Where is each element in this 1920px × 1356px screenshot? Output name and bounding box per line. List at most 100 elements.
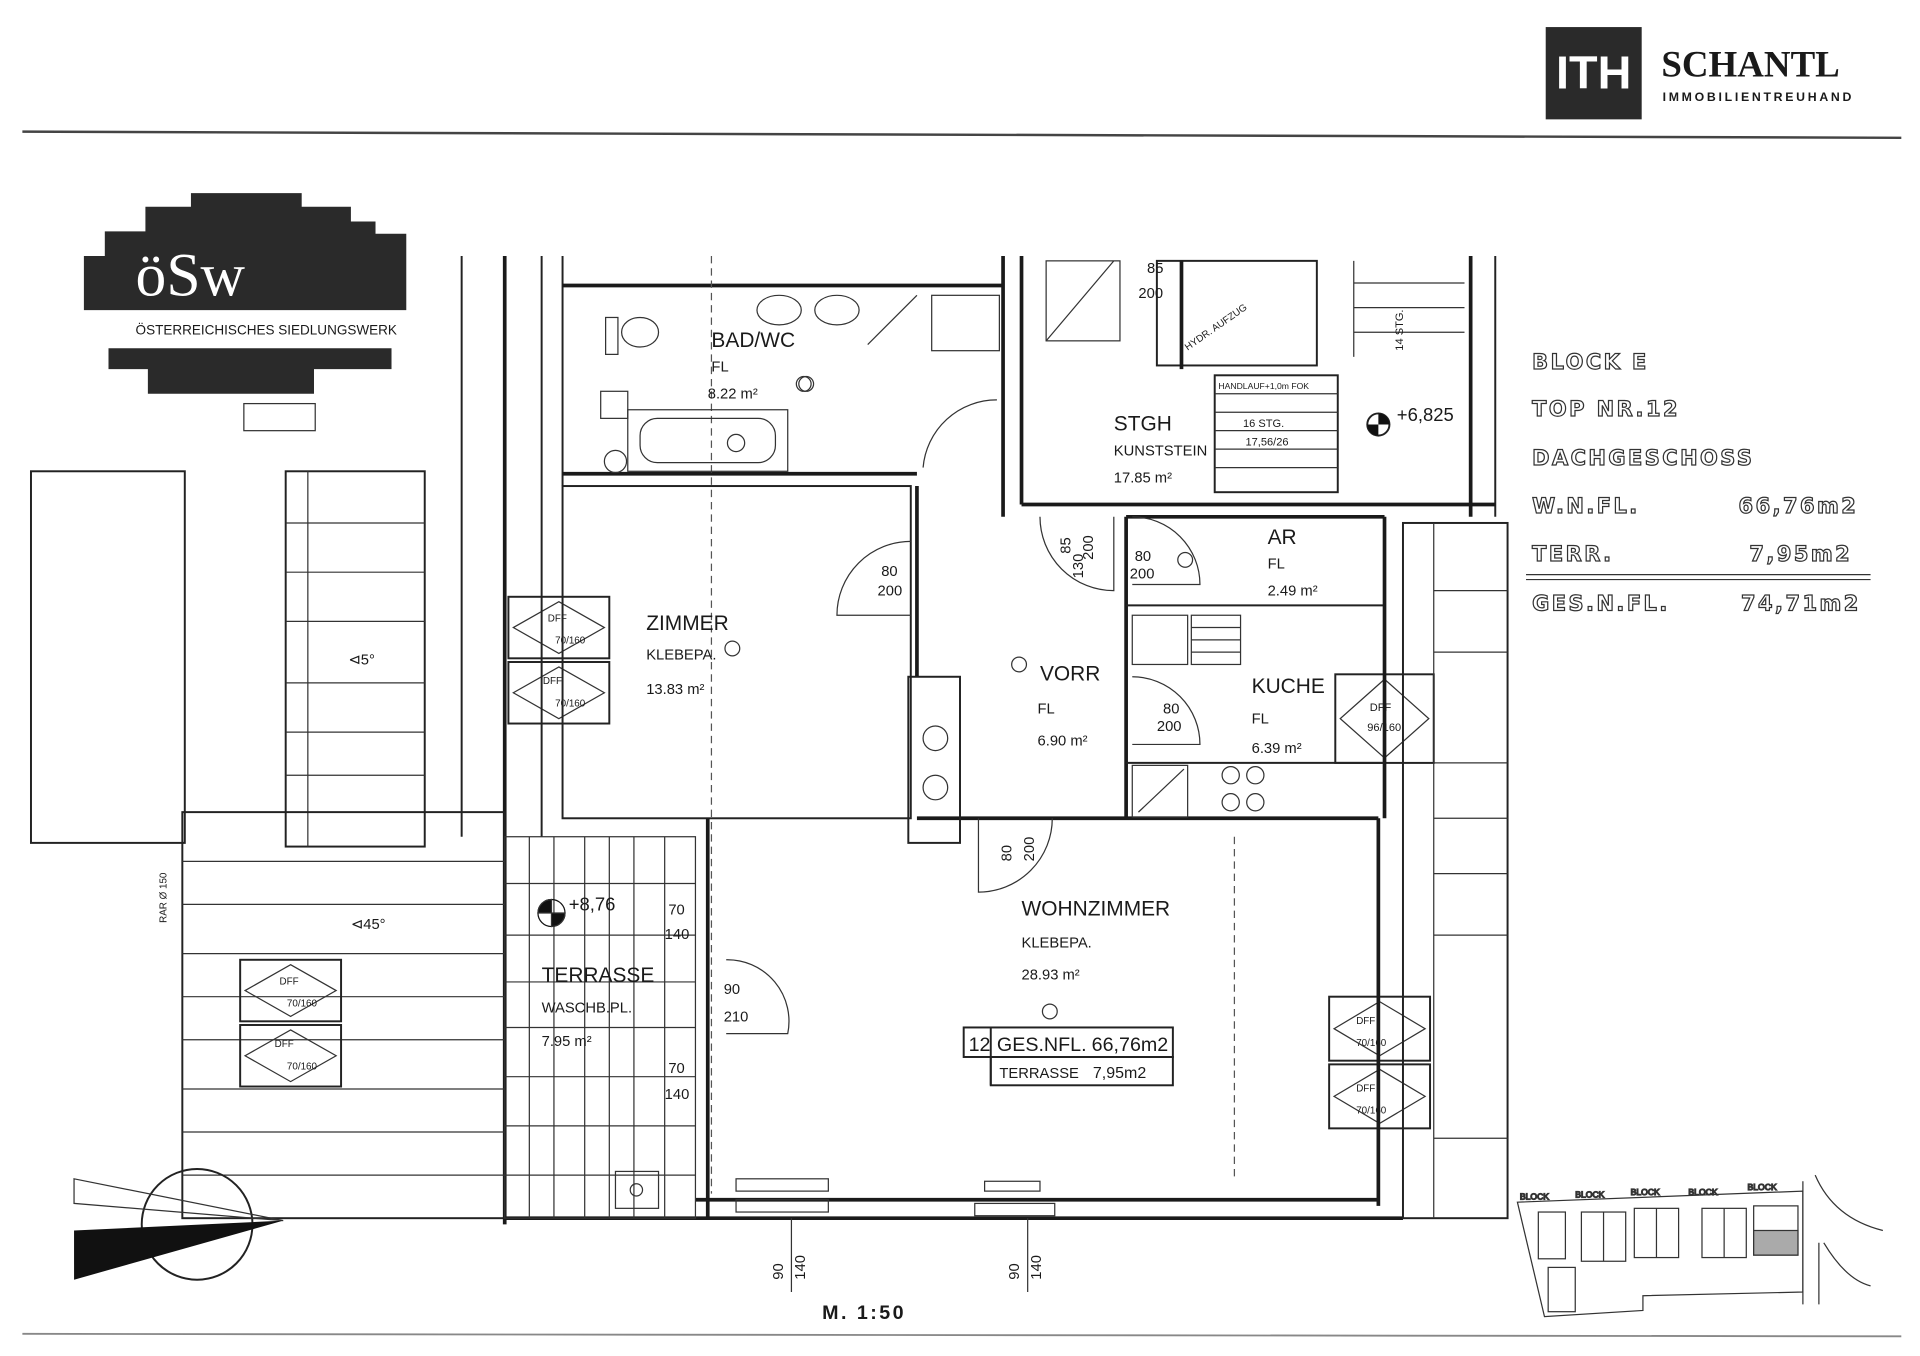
handrail-note: HANDLAUF+1,0m FOK	[1218, 381, 1309, 391]
terr-value: 7,95m2	[1749, 542, 1852, 566]
room-floor: WASCHB.PL.	[542, 1001, 632, 1017]
door-swings	[726, 516, 1201, 1035]
bathroom-fixtures	[600, 294, 1000, 474]
summary-gesnfl-value: 66,76m2	[1092, 1034, 1169, 1056]
svg-text:85: 85	[1147, 261, 1163, 277]
site-plan: BLOCK BLOCK BLOCK BLOCK BLOCK	[1516, 1174, 1884, 1318]
svg-text:90: 90	[1007, 1263, 1023, 1279]
svg-text:70/160: 70/160	[1356, 1038, 1387, 1049]
svg-text:DFF: DFF	[275, 1039, 294, 1050]
ceiling-light-icons	[724, 375, 1194, 1020]
room-name: BAD/WC	[711, 329, 795, 352]
door-dimensions: 80 200 80 200 80 200 85 200 85 200 130 8…	[665, 261, 1182, 1293]
room-vorr: VORR FL 6.90 m²	[1038, 662, 1101, 749]
svg-text:BLOCK: BLOCK	[1575, 1189, 1604, 1199]
roof-slope-upper: ⊲5°	[348, 652, 375, 668]
top-number: TOP NR.12	[1532, 397, 1680, 421]
roof-area: ⊲5° ⊲45° RAR Ø 150	[29, 255, 507, 1225]
osw-name: ÖSTERREICHISCHES SIEDLUNGSWERK	[136, 323, 397, 338]
lift-label: HYDR. AUFZUG	[1183, 302, 1249, 353]
svg-text:140: 140	[793, 1255, 809, 1280]
svg-text:200: 200	[1022, 837, 1038, 862]
svg-text:80: 80	[1163, 702, 1179, 718]
svg-text:70/160: 70/160	[1356, 1106, 1387, 1117]
schantl-logo: ITH SCHANTL IMMOBILIENTREUHAND	[1545, 27, 1855, 120]
level-stgh: +6,825	[1397, 404, 1454, 425]
room-floor: FL	[1252, 712, 1269, 728]
room-bad: BAD/WC FL 8.22 m²	[708, 329, 795, 403]
svg-text:BLOCK: BLOCK	[1748, 1182, 1777, 1192]
room-floor: KUNSTSTEIN	[1114, 443, 1207, 459]
svg-text:210: 210	[724, 1009, 749, 1025]
svg-text:DFF: DFF	[1356, 1083, 1375, 1094]
room-name: VORR	[1040, 662, 1100, 685]
gesnfl-label: GES.N.FL.	[1532, 591, 1670, 615]
room-ar: AR FL 2.49 m²	[1268, 526, 1318, 600]
svg-text:BLOCK: BLOCK	[1688, 1187, 1717, 1197]
svg-text:70/160: 70/160	[555, 636, 586, 647]
north-arrow-icon	[73, 1167, 284, 1281]
svg-text:90: 90	[724, 982, 740, 998]
terrace-tiles	[504, 836, 697, 1219]
brand-mark: ITH	[1556, 47, 1631, 99]
room-name: AR	[1268, 526, 1297, 549]
svg-text:DFF: DFF	[1356, 1016, 1375, 1027]
brand-name: SCHANTL	[1661, 43, 1839, 84]
room-area: 7.95 m²	[542, 1034, 592, 1050]
svg-text:DFF: DFF	[543, 676, 562, 687]
svg-text:90: 90	[771, 1263, 787, 1279]
roof-window: DFF 70/160	[507, 595, 611, 660]
svg-text:80: 80	[881, 564, 897, 580]
summary-terrasse-value: 7,95m2	[1093, 1065, 1146, 1082]
svg-text:200: 200	[1138, 286, 1163, 302]
room-area: 13.83 m²	[646, 682, 704, 698]
svg-text:130: 130	[1071, 554, 1087, 579]
roof-window: DFF 70/160	[239, 958, 343, 1023]
room-floor: FL	[1038, 702, 1055, 718]
room-name: KUCHE	[1252, 675, 1325, 698]
floor-level: DACHGESCHOSS	[1532, 446, 1754, 470]
svg-text:DFF: DFF	[1370, 702, 1392, 714]
svg-text:140: 140	[665, 1087, 690, 1103]
room-zimmer: ZIMMER KLEBEPA. 13.83 m²	[646, 612, 728, 698]
room-floor: KLEBEPA.	[1022, 935, 1092, 951]
room-area: 28.93 m²	[1022, 967, 1080, 983]
room-kuche: KUCHE FL 6.39 m²	[1252, 675, 1325, 757]
svg-text:DFF: DFF	[280, 976, 299, 987]
room-name: TERRASSE	[542, 964, 655, 987]
svg-text:140: 140	[665, 927, 690, 943]
room-wohnzimmer: WOHNZIMMER KLEBEPA. 28.93 m²	[1022, 897, 1171, 983]
room-name: WOHNZIMMER	[1022, 897, 1171, 920]
room-area: 6.39 m²	[1252, 741, 1302, 757]
room-area: 2.49 m²	[1268, 584, 1318, 600]
block-label: BLOCK E	[1532, 350, 1649, 374]
brand-tagline: IMMOBILIENTREUHAND	[1663, 90, 1855, 104]
area-summary-box: 12 GES.NFL. 66,76m2 TERRASSE 7,95m2	[962, 1026, 1174, 1087]
svg-text:200: 200	[1081, 535, 1097, 560]
scale-label: M. 1:50	[822, 1302, 906, 1324]
room-floor: FL	[1268, 556, 1285, 572]
svg-text:70: 70	[668, 902, 684, 918]
room-area: 17.85 m²	[1114, 470, 1172, 486]
room-stgh: STGH KUNSTSTEIN 17.85 m²	[1114, 413, 1207, 487]
room-area: 6.90 m²	[1038, 734, 1088, 750]
summary-gesnfl-label: GES.NFL.	[997, 1034, 1087, 1056]
svg-text:BLOCK: BLOCK	[1520, 1192, 1549, 1202]
room-floor: FL	[711, 360, 728, 376]
svg-text:BLOCK: BLOCK	[1631, 1187, 1660, 1197]
stair-steps: 16 STG.	[1243, 418, 1284, 430]
room-name: STGH	[1114, 413, 1172, 436]
rar-label: RAR Ø 150	[158, 872, 169, 923]
top-rule	[22, 130, 1902, 140]
room-area: 8.22 m²	[708, 387, 758, 403]
svg-text:80: 80	[1000, 845, 1016, 861]
level-terrace: +8,76	[569, 894, 616, 915]
svg-text:200: 200	[1130, 566, 1155, 582]
wnfl-value: 66,76m2	[1739, 494, 1859, 518]
stair-steps-2: 14 STG.	[1394, 309, 1406, 350]
room-floor: KLEBEPA.	[646, 648, 716, 664]
apartment-info-block: BLOCK E TOP NR.12 DACHGESCHOSS W.N.FL. 6…	[1526, 350, 1871, 616]
bottom-rule	[22, 1332, 1902, 1338]
svg-text:140: 140	[1029, 1255, 1045, 1280]
